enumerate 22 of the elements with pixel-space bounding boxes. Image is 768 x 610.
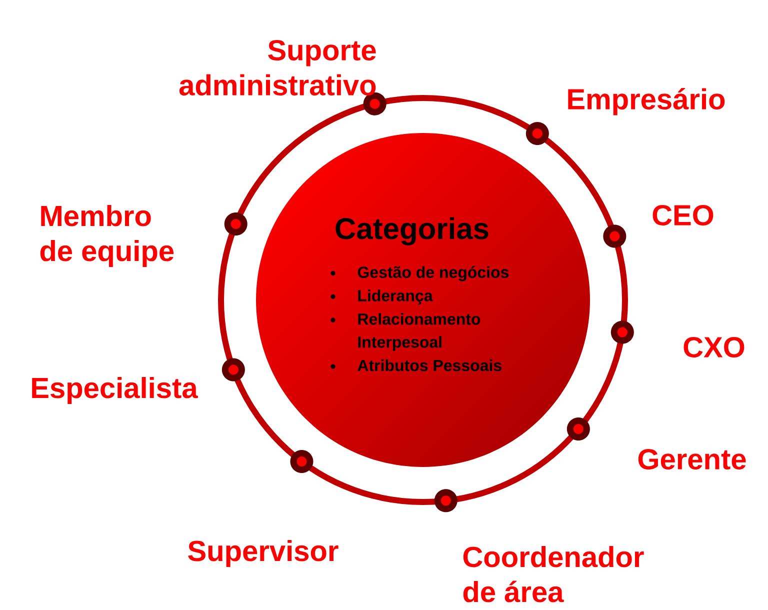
ring-dot xyxy=(526,122,549,146)
role-label: CXO xyxy=(684,337,744,358)
role-label: Membro de equipe xyxy=(40,204,174,268)
role-label: CEO xyxy=(652,205,714,226)
role-label: Empresário xyxy=(568,88,725,116)
role-label: Gerente xyxy=(638,448,746,470)
list-item: Liderança xyxy=(358,290,433,305)
ring-dot xyxy=(603,224,626,248)
list-item: Relacionamento Interpesoal xyxy=(358,313,480,351)
heading: Categorias xyxy=(336,217,488,246)
role-label: Coordenador de área xyxy=(463,546,644,602)
role-label: Especialista xyxy=(32,376,198,404)
ring-dot xyxy=(290,450,314,474)
role-label: Supervisor xyxy=(188,540,338,568)
list-item: Gestão de negócios xyxy=(358,266,509,282)
ring-dot xyxy=(222,358,245,382)
list-item: Atributos Pessoais xyxy=(358,359,502,372)
ring-dot xyxy=(434,489,458,512)
ring-dot xyxy=(224,212,248,236)
ring-dot xyxy=(610,320,634,344)
role-label: Suporte administrativo xyxy=(179,40,376,96)
ring-dot xyxy=(566,418,590,441)
